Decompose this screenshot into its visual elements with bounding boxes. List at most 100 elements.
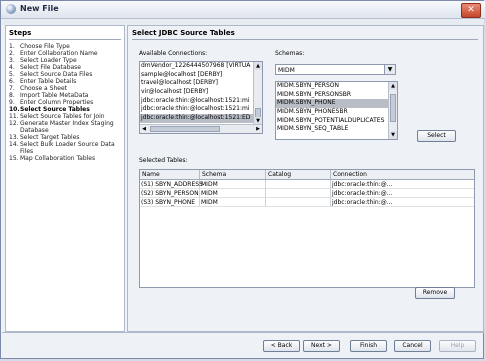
step-item: 14.Select Bulk Loader Source Data Files	[9, 141, 123, 155]
connection-item[interactable]: travel@localhost [DERBY]	[141, 79, 218, 87]
step-label: Select Loader Type	[20, 57, 77, 64]
connections-horizontal-scrollbar[interactable]: ◀ ▶	[140, 124, 262, 133]
column-header-name[interactable]: Name	[140, 170, 200, 179]
title-bar[interactable]: New File ✕	[1, 1, 485, 19]
step-label: Choose File Type	[20, 43, 70, 50]
scroll-left-icon[interactable]: ◀	[142, 126, 146, 132]
connection-item-selected[interactable]: jdbc:oracle:thin:@localhost:1521:ED	[140, 114, 262, 123]
schema-table-item[interactable]: MIDM.SBYN_SEQ_TABLE	[277, 125, 349, 133]
connection-item[interactable]: dmVendor_1226444507968 [VIRTUA	[141, 62, 251, 69]
available-connections-label: Available Connections:	[139, 50, 208, 57]
step-item: 15.Map Collaboration Tables	[9, 155, 123, 162]
step-number: 5.	[9, 71, 15, 78]
step-label: Map Collaboration Tables	[20, 155, 96, 162]
scroll-up-icon[interactable]: ▲	[389, 82, 397, 90]
schema-table-item[interactable]: MIDM.SBYN_PERSONSBR	[277, 90, 352, 98]
connection-item[interactable]: jdbc:oracle:thin:@localhost:1521:mi	[141, 105, 250, 113]
step-number: 10.	[9, 106, 20, 113]
scroll-thumb[interactable]	[150, 126, 220, 132]
step-number: 15.	[9, 155, 19, 162]
step-number: 7.	[9, 85, 15, 92]
cell-connection: jdbc:oracle:thin:@...	[331, 189, 474, 198]
scroll-up-icon[interactable]: ▲	[254, 62, 262, 70]
page-title: Select JDBC Source Tables	[132, 29, 235, 37]
connection-item[interactable]: sample@localhost [DERBY]	[141, 70, 223, 78]
step-label: Generate Master Index Staging Database	[20, 120, 114, 134]
cell-name: (S2) SBYN_PERSON	[140, 189, 200, 198]
scroll-thumb[interactable]	[390, 94, 396, 122]
table-row[interactable]: (S1) SBYN_ADDRESS MIDM jdbc:oracle:thin:…	[140, 180, 474, 189]
scroll-down-icon[interactable]: ▼	[389, 131, 397, 139]
table-row[interactable]: (S3) SBYN_PHONE MIDM jdbc:oracle:thin:@.…	[140, 198, 474, 207]
step-label: Select Source Tables	[20, 106, 90, 113]
table-row[interactable]: (S2) SBYN_PERSON MIDM jdbc:oracle:thin:@…	[140, 189, 474, 198]
scroll-down-icon[interactable]: ▼	[254, 117, 262, 125]
cell-catalog	[266, 189, 331, 198]
schemas-vertical-scrollbar[interactable]: ▲ ▼	[388, 82, 397, 139]
window-title: New File	[20, 4, 59, 13]
selected-tables-label: Selected Tables:	[139, 157, 188, 164]
connection-item[interactable]: jdbc:oracle:thin:@localhost:1521:mi	[141, 96, 250, 104]
step-item: 2.Enter Collaboration Name	[9, 50, 123, 57]
connection-item[interactable]: vir@localhost [DERBY]	[141, 88, 209, 96]
divider	[132, 39, 478, 40]
step-item: 6. Enter Table Details	[9, 78, 123, 85]
column-header-schema[interactable]: Schema	[200, 170, 266, 179]
step-item: 13.Select Target Tables	[9, 134, 123, 141]
schema-tables-list[interactable]: MIDM.SBYN_PERSON MIDM.SBYN_PERSONSBR MID…	[275, 81, 398, 140]
cell-name: (S3) SBYN_PHONE	[140, 198, 200, 207]
steps-panel: Steps 1.Choose File Type 2.Enter Collabo…	[5, 25, 125, 332]
step-number: 8.	[9, 92, 15, 99]
step-item: 12.Generate Master Index Staging Databas…	[9, 120, 123, 134]
content-panel: Select JDBC Source Tables Available Conn…	[127, 25, 484, 332]
cell-schema: MIDM	[200, 189, 266, 198]
schema-table-item[interactable]: MIDM.SBYN_PERSON	[277, 82, 339, 89]
select-button[interactable]: Select	[417, 130, 456, 142]
cell-catalog	[266, 180, 331, 189]
step-item: 7. Choose a Sheet	[9, 85, 123, 92]
step-number: 3.	[9, 57, 15, 64]
step-number: 14.	[9, 141, 19, 148]
cell-connection: jdbc:oracle:thin:@...	[331, 198, 474, 207]
step-item: 1.Choose File Type	[9, 43, 123, 50]
cell-connection: jdbc:oracle:thin:@...	[331, 180, 474, 189]
divider	[2, 332, 484, 333]
scroll-right-icon[interactable]: ▶	[256, 126, 260, 132]
step-item-current: 10.Select Source Tables	[9, 106, 123, 113]
step-label: Select Target Tables	[20, 134, 80, 141]
steps-title: Steps	[9, 29, 32, 37]
connections-vertical-scrollbar[interactable]: ▲ ▼	[253, 62, 262, 125]
app-icon	[6, 4, 16, 14]
close-button[interactable]: ✕	[461, 3, 481, 18]
column-header-connection[interactable]: Connection	[333, 171, 367, 178]
schema-table-item[interactable]: MIDM.SBYN_POTENTIALDUPLICATES	[277, 116, 385, 124]
selected-tables-table[interactable]: Name Schema Catalog Connection (S1) SBYN…	[139, 169, 475, 288]
next-button[interactable]: Next >	[303, 340, 340, 352]
step-number: 13.	[9, 134, 19, 141]
chevron-down-icon[interactable]: ▼	[384, 65, 395, 74]
step-item: 9.Enter Column Properties	[9, 99, 123, 106]
schemas-label: Schemas:	[275, 50, 305, 57]
step-label: Select Bulk Loader Source Data Files	[20, 141, 115, 155]
step-label: Enter Column Properties	[20, 99, 94, 106]
cancel-button[interactable]: Cancel	[394, 340, 431, 352]
schema-select-value: MIDM	[278, 67, 295, 74]
schema-table-item[interactable]: MIDM.SBYN_PHONESBR	[277, 108, 348, 116]
step-label: Choose a Sheet	[20, 85, 67, 92]
finish-button[interactable]: Finish	[350, 340, 387, 352]
help-button[interactable]: Help	[439, 340, 476, 352]
remove-button[interactable]: Remove	[415, 287, 455, 299]
available-connections-list[interactable]: dmVendor_1226444507968 [VIRTUA sample@lo…	[139, 61, 263, 134]
column-header-catalog[interactable]: Catalog	[266, 170, 331, 179]
schema-table-item-selected[interactable]: MIDM.SBYN_PHONE	[276, 99, 397, 109]
schema-select[interactable]: MIDM ▼	[275, 64, 396, 75]
back-button[interactable]: < Back	[263, 340, 300, 352]
step-label: Enter Collaboration Name	[20, 50, 98, 57]
step-item: 8.Import Table MetaData	[9, 92, 123, 99]
cell-schema: MIDM	[200, 180, 266, 189]
step-number: 4.	[9, 64, 15, 71]
step-label: Enter Table Details	[20, 78, 77, 85]
step-number: 6.	[9, 78, 15, 85]
step-item: 5.Select Source Data Files	[9, 71, 123, 78]
